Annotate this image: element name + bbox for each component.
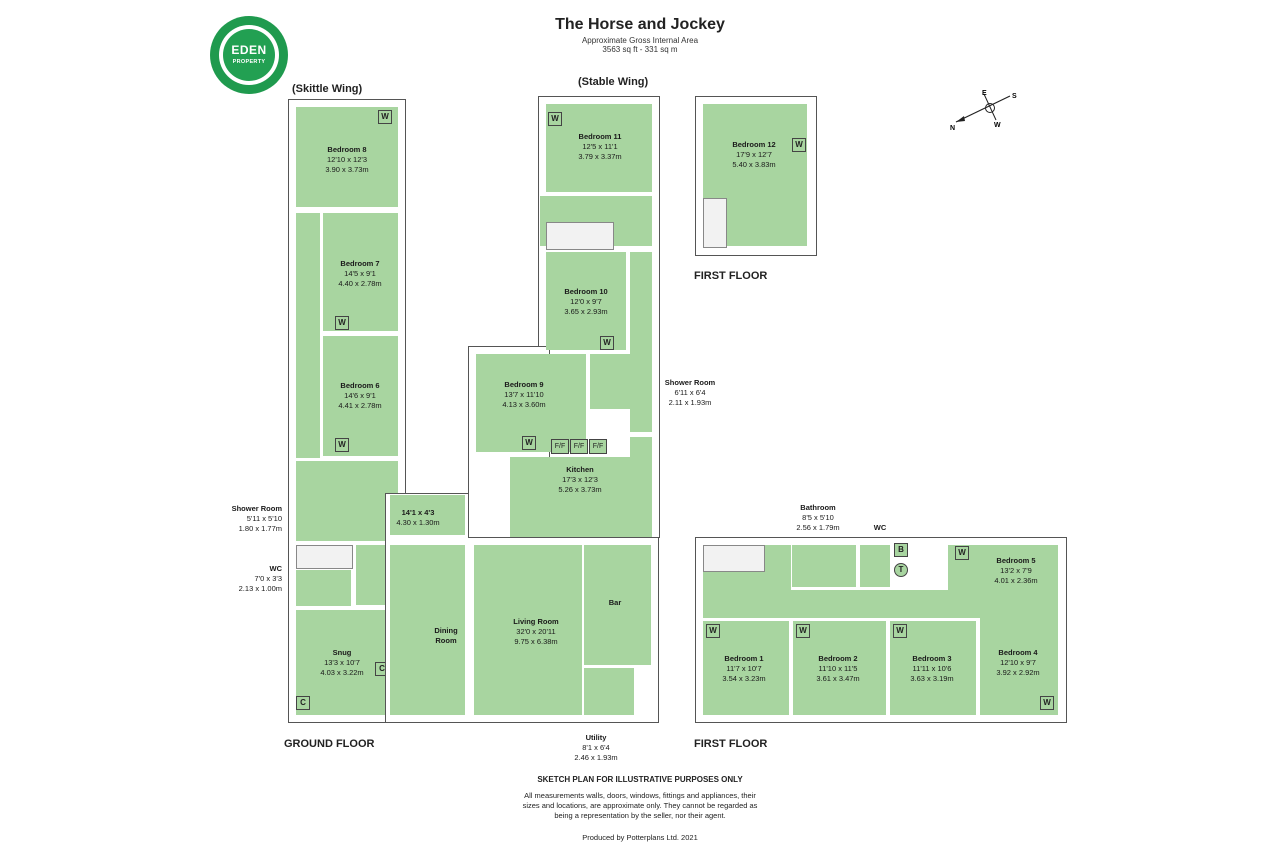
kitchen: [510, 457, 630, 537]
snug: [296, 610, 388, 715]
compass-w: W: [994, 122, 1001, 129]
wardrobe-b2: W: [796, 624, 810, 638]
wardrobe-b10: W: [600, 336, 614, 350]
wardrobe-b1: W: [706, 624, 720, 638]
bedroom-10: [546, 252, 626, 350]
first-floor-label-bottom: FIRST FLOOR: [694, 738, 768, 750]
area-caption: Approximate Gross Internal Area: [581, 36, 699, 45]
cupboard-snug-2: C: [296, 696, 310, 710]
skittle-corridor: [296, 213, 320, 458]
producer-credit: Produced by Potterplans Ltd. 2021: [582, 833, 698, 842]
wardrobe-b6: W: [335, 438, 349, 452]
living-room: [474, 545, 582, 715]
first-floor-label-top: FIRST FLOOR: [694, 270, 768, 282]
disclaimer-title: SKETCH PLAN FOR ILLUSTRATIVE PURPOSES ON…: [537, 775, 743, 784]
logo-subtext: PROPERTY: [232, 59, 266, 65]
wardrobe-b11: W: [548, 112, 562, 126]
skittle-wing-label: (Skittle Wing): [292, 83, 363, 95]
wardrobe-b12: W: [792, 138, 806, 152]
wardrobe-b7: W: [335, 316, 349, 330]
shower-room-ground: [296, 487, 351, 538]
ground-floor-label: GROUND FLOOR: [284, 738, 375, 750]
fridge-freezer-3: F/F: [589, 439, 607, 454]
compass-s: S: [1012, 93, 1017, 100]
fridge-freezer-1: F/F: [551, 439, 569, 454]
bedroom-7: [323, 213, 398, 331]
plan-title: The Horse and Jockey: [555, 16, 725, 33]
disclaimer-line-2: sizes and locations, are approximate onl…: [522, 801, 758, 810]
disclaimer-text: All measurements walls, doors, windows, …: [0, 791, 1280, 821]
dining-room: [390, 545, 465, 715]
wc-first: [860, 545, 890, 587]
label-wc-first: WC: [873, 523, 887, 532]
kitchen-appliances: [630, 437, 652, 537]
lobby-passage: [356, 545, 386, 605]
bedroom-6: [323, 336, 398, 456]
bedroom-11: [546, 104, 652, 192]
stairs-stable: [546, 222, 614, 250]
compass-e: E: [982, 90, 987, 97]
stable-corridor: [630, 252, 652, 432]
compass-n: N: [950, 125, 955, 132]
wc-ground: [296, 570, 351, 606]
eden-property-logo: EDEN PROPERTY: [210, 16, 288, 94]
disclaimer-line-1: All measurements walls, doors, windows, …: [524, 791, 756, 800]
wardrobe-b4: W: [1040, 696, 1054, 710]
hall-ground: [390, 495, 465, 535]
tank-cupboard: T: [894, 563, 908, 577]
bathroom: [792, 545, 856, 587]
logo-text: EDEN: [231, 43, 267, 57]
boiler-cupboard: B: [894, 543, 908, 557]
compass-icon: E S N W: [950, 90, 1017, 132]
bedroom-9: [476, 354, 586, 452]
bar: [584, 545, 651, 665]
stairs-first-stable: [703, 198, 727, 248]
disclaimer-line-3: being a representation by the seller, no…: [554, 811, 726, 820]
label-bar: Bar: [608, 598, 622, 607]
wardrobe-b9: W: [522, 436, 536, 450]
wardrobe-b8: W: [378, 110, 392, 124]
utility: [584, 668, 634, 715]
stable-wing-label: (Stable Wing): [578, 76, 649, 88]
stairs-ground: [296, 545, 353, 569]
fridge-freezer-2: F/F: [570, 439, 588, 454]
area-value: 3563 sq ft - 331 sq m: [602, 45, 678, 54]
wardrobe-b5: W: [955, 546, 969, 560]
stairs-first-main: [703, 545, 765, 572]
wardrobe-b3: W: [893, 624, 907, 638]
